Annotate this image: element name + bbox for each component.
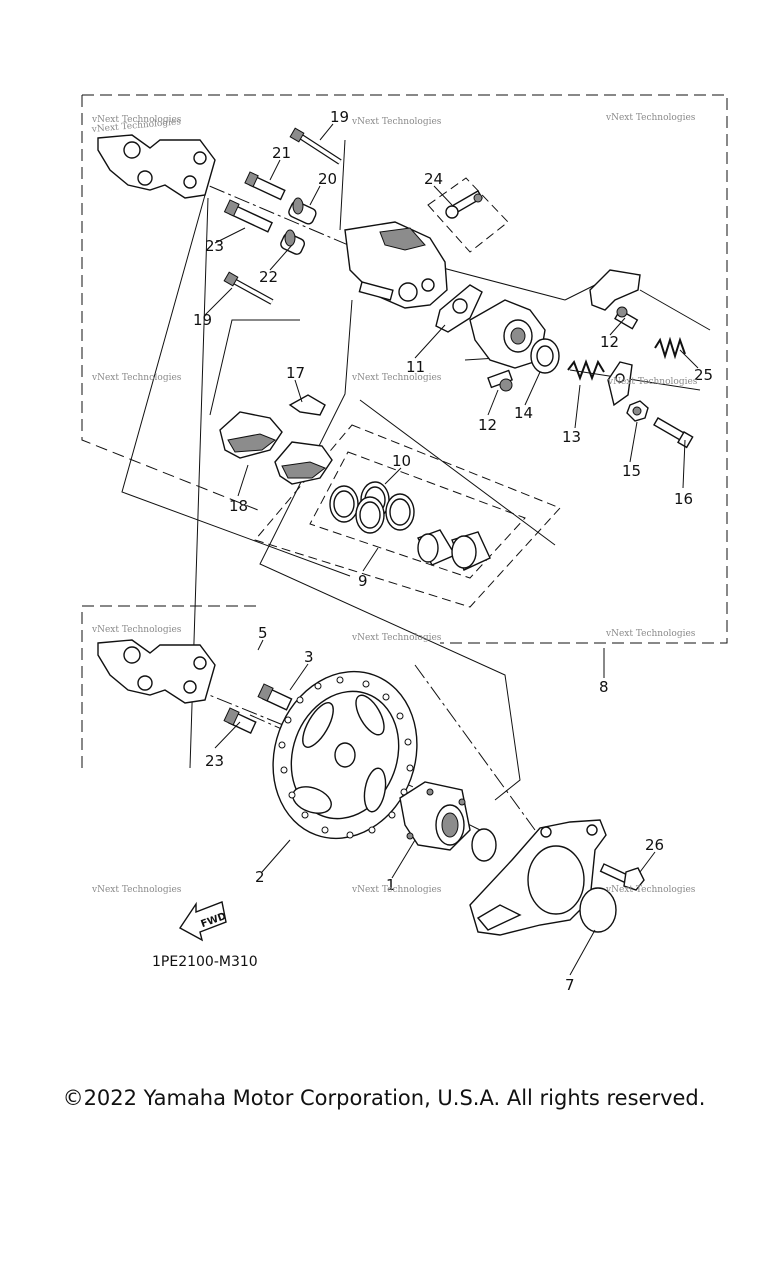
callout-9: 9 — [358, 572, 368, 590]
boot-20 — [288, 197, 317, 225]
copyright-notice: ©2022 Yamaha Motor Corporation, U.S.A. A… — [62, 1086, 706, 1110]
svg-text:vNext Technologies: vNext Technologies — [607, 377, 698, 387]
gasket-11 — [435, 284, 483, 333]
callout-11: 11 — [406, 358, 425, 376]
caliper-bracket-lower — [97, 639, 216, 704]
svg-text:vNext Technologies: vNext Technologies — [91, 625, 182, 635]
spring-13 — [567, 359, 605, 381]
callout-labels: 19 21 20 24 23 22 19 12 11 25 17 14 12 1… — [193, 108, 713, 994]
callout-2: 2 — [255, 868, 265, 886]
spring-25 — [654, 336, 686, 360]
bolt-12-lower — [487, 369, 513, 392]
nut-15 — [626, 400, 649, 422]
callout-19-top: 19 — [330, 108, 349, 126]
seal-ring-a — [329, 485, 359, 523]
caliper-body — [344, 221, 448, 309]
figure-code: 1PE2100-M310 — [152, 954, 258, 970]
bolt-3 — [257, 683, 293, 711]
callout-10: 10 — [392, 452, 411, 470]
boot-22 — [280, 229, 305, 255]
pin-23-upper — [223, 199, 273, 233]
hub-1 — [399, 781, 471, 851]
pin-23-lower — [223, 707, 257, 734]
piston-a — [417, 529, 457, 566]
brake-pad-18-b — [274, 441, 333, 485]
callout-26: 26 — [645, 836, 664, 854]
svg-text:vNext Technologies: vNext Technologies — [605, 113, 696, 123]
callout-12-lower: 12 — [478, 416, 497, 434]
seal-kit-boundary — [309, 451, 526, 579]
assembly-boundary-lower — [81, 605, 258, 768]
seal-ring-c — [355, 496, 385, 534]
callout-1: 1 — [386, 876, 396, 894]
callout-23-upper: 23 — [205, 237, 224, 255]
brake-disc-2 — [272, 670, 418, 840]
bleeder-kit-boundary — [427, 177, 509, 253]
bleeder-screw-24 — [445, 190, 483, 219]
piston-kit-boundary — [254, 424, 561, 608]
callout-16: 16 — [674, 490, 693, 508]
switch-plate — [607, 361, 633, 407]
svg-text:vNext Technologies: vNext Technologies — [351, 633, 442, 643]
callout-3: 3 — [304, 648, 314, 666]
seal-ring-d — [385, 493, 415, 531]
pin-bolt-19-top — [289, 127, 342, 165]
pin-bolt-19-lower — [223, 271, 274, 305]
svg-text:vNext Technologies: vNext Technologies — [351, 885, 442, 895]
callout-23-lower: 23 — [205, 752, 224, 770]
pin-21 — [244, 171, 286, 201]
cup-14 — [530, 338, 560, 374]
fwd-arrow-icon: FWD — [178, 901, 228, 942]
caliper-bracket-upper — [97, 134, 216, 199]
callout-13: 13 — [562, 428, 581, 446]
bolt-16 — [653, 417, 694, 449]
svg-text:vNext Technologies: vNext Technologies — [91, 885, 182, 895]
brake-pad-18-a — [219, 411, 283, 459]
caliper-mount-bracket — [469, 819, 607, 936]
callout-22: 22 — [259, 268, 278, 286]
callout-17: 17 — [286, 364, 305, 382]
svg-text:vNext Technologies: vNext Technologies — [91, 373, 182, 383]
svg-text:vNext Technologies: vNext Technologies — [351, 117, 442, 127]
callout-leaders — [204, 123, 699, 976]
callout-25: 25 — [694, 366, 713, 384]
watermarks: vNext Technologies vNext Technologies vN… — [90, 113, 697, 895]
callout-8: 8 — [599, 678, 609, 696]
svg-text:vNext Technologies: vNext Technologies — [605, 885, 696, 895]
callout-15: 15 — [622, 462, 641, 480]
callout-24: 24 — [424, 170, 443, 188]
callout-19-lower: 19 — [193, 311, 212, 329]
callout-14: 14 — [514, 404, 533, 422]
callout-18: 18 — [229, 497, 248, 515]
callout-5: 5 — [258, 624, 268, 642]
piston-b — [451, 531, 491, 571]
pad-spring-17 — [288, 394, 326, 416]
callout-21: 21 — [272, 144, 291, 162]
callout-12-upper: 12 — [600, 333, 619, 351]
svg-text:vNext Technologies: vNext Technologies — [351, 373, 442, 383]
switch-bracket — [589, 269, 641, 330]
callout-7: 7 — [565, 976, 575, 994]
svg-text:vNext Technologies: vNext Technologies — [605, 629, 696, 639]
hub-oring — [471, 828, 497, 862]
svg-text:vNext Technologies: vNext Technologies — [91, 115, 182, 125]
callout-20: 20 — [318, 170, 337, 188]
bolt-26 — [599, 863, 645, 891]
circlip-7 — [579, 887, 617, 933]
assembly-lines — [121, 139, 711, 831]
